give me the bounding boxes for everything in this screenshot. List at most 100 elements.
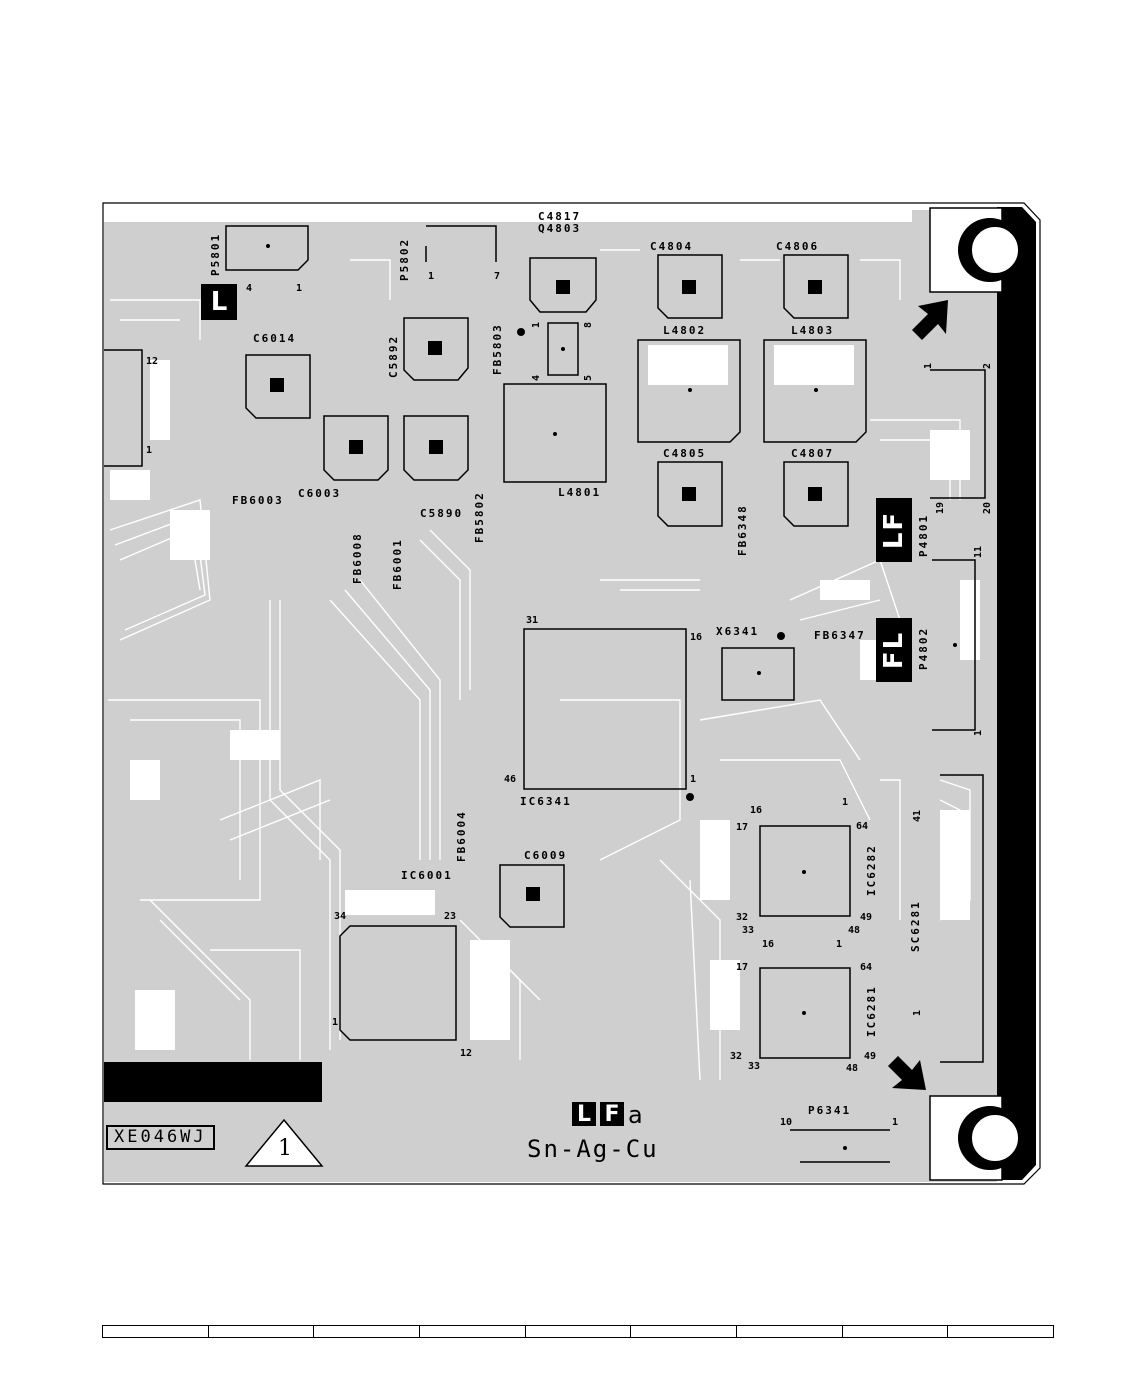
pin-ic6282-17: 17 [736,822,749,833]
pin-ic6282-32: 32 [736,912,749,923]
pin-q4803-4: 4 [531,374,542,381]
pin-q4803-8: 8 [583,321,594,328]
revision-number: 1 [278,1136,292,1161]
pin-ic6281-1: 1 [836,939,843,950]
mounting-hole-top [929,207,1022,293]
label-fb6008: FB6008 [351,532,364,584]
lf-logo-l: L [572,1102,596,1127]
pin-ic6001-1: 1 [332,1017,339,1028]
pin-ic6281-32: 32 [730,1051,743,1062]
pin-ic6281-49: 49 [864,1051,877,1062]
pin-sc6281-1: 1 [912,1009,923,1016]
footer-cell [526,1326,632,1337]
pin-p5801-4: 4 [246,283,253,294]
pin-p4802-1: 1 [973,729,984,736]
footer-cell [314,1326,421,1337]
label-ic6281: IC6281 [865,985,878,1037]
pin-ic6282-49: 49 [860,912,873,923]
label-p4802: P4802 [917,626,930,670]
pin-ic6282-64: 64 [856,821,869,832]
pin-sc6281-41: 41 [912,809,923,822]
label-c6009: C6009 [524,849,568,862]
pin-q4803-1: 1 [531,321,542,328]
pin-ic6282-48: 48 [848,925,861,936]
pin-ic6282-16: 16 [750,805,763,816]
pin-ic6281-16: 16 [762,939,775,950]
bottom-left-bar [104,1062,322,1102]
label-c4807: C4807 [791,447,835,460]
footer-cell [420,1326,526,1337]
label-c5890: C5890 [420,507,464,520]
label-fb6001: FB6001 [391,538,404,590]
pin-p4801-2: 2 [982,362,993,369]
label-c6014: C6014 [253,332,297,345]
pin-ic6281-17: 17 [736,962,749,973]
footer-cell [209,1326,315,1337]
label-c6003: C6003 [298,487,342,500]
label-ic6282: IC6282 [865,844,878,896]
badge-l: L [201,284,237,320]
pin-ic6341-46: 46 [504,774,517,785]
board-fill-right [912,210,1002,1170]
label-ic6001: IC6001 [401,869,453,882]
pad-clusters [110,360,980,1050]
label-c4805: C4805 [663,447,707,460]
label-c5892: C5892 [387,334,400,378]
label-fb6347: FB6347 [814,629,866,642]
label-c4804: C4804 [650,240,694,253]
label-fb6003: FB6003 [232,494,284,507]
label-x6341: X6341 [716,625,760,638]
footer-cell [103,1326,209,1337]
pin-ic6001-23: 23 [444,911,457,922]
label-q4803: Q4803 [538,222,582,235]
label-p4801: P4801 [917,513,930,557]
arrow-icon-top [912,300,948,340]
label-fb6348: FB6348 [736,504,749,556]
pin-ic-left-12: 12 [146,356,159,367]
pin-ic6282-1: 1 [842,797,849,808]
badge-fl-text: FL [879,630,910,670]
label-p6341: P6341 [808,1104,852,1117]
pin-ic6341-1: 1 [690,774,697,785]
pin-ic6282-33: 33 [742,925,755,936]
edge-rail [997,207,1036,1180]
pin-ic6001-34: 34 [334,911,347,922]
board-fill [104,222,997,1182]
component-centers [266,244,957,1150]
label-sc6281: SC6281 [909,900,922,952]
footer-cell [948,1326,1053,1337]
arrow-icon-bottom [888,1056,926,1090]
pin-ic6341-31: 31 [526,615,539,626]
pin-p4801-1: 1 [923,362,934,369]
label-c4806: C4806 [776,240,820,253]
pin-q4803-5: 5 [583,374,594,381]
component-outlines [104,225,986,1163]
board-code: XE046WJ [106,1125,215,1150]
mounting-hole-bottom [929,1095,1022,1181]
pin-p4801-20: 20 [982,501,993,514]
badge-lf-text: LF [879,510,910,550]
label-l4802: L4802 [663,324,707,337]
pin-ic6281-48: 48 [846,1063,859,1074]
label-c4817: C4817 [538,210,582,223]
pin-p6341-1: 1 [892,1117,899,1128]
label-fb5802: FB5802 [473,491,486,543]
pin-p4801-19: 19 [935,501,946,514]
footer-cell [843,1326,949,1337]
pin-ic6281-64: 64 [860,962,873,973]
label-l4801: L4801 [558,486,602,499]
pin-ic6001-12: 12 [460,1048,473,1059]
lf-logo-suffix: a [628,1101,643,1129]
label-p5801: P5801 [209,232,222,276]
pin-ic-left-1: 1 [146,445,153,456]
pin-p5801-1: 1 [296,283,303,294]
pin-p4802-11: 11 [973,545,984,558]
badge-lf: LF [876,498,912,562]
label-ic6341: IC6341 [520,795,572,808]
label-fb6004: FB6004 [455,810,468,862]
inductor-windows [648,345,854,385]
label-p5802: P5802 [398,237,411,281]
alloy-text: Sn-Ag-Cu [527,1135,659,1163]
pin-p5802-7: 7 [494,271,501,282]
